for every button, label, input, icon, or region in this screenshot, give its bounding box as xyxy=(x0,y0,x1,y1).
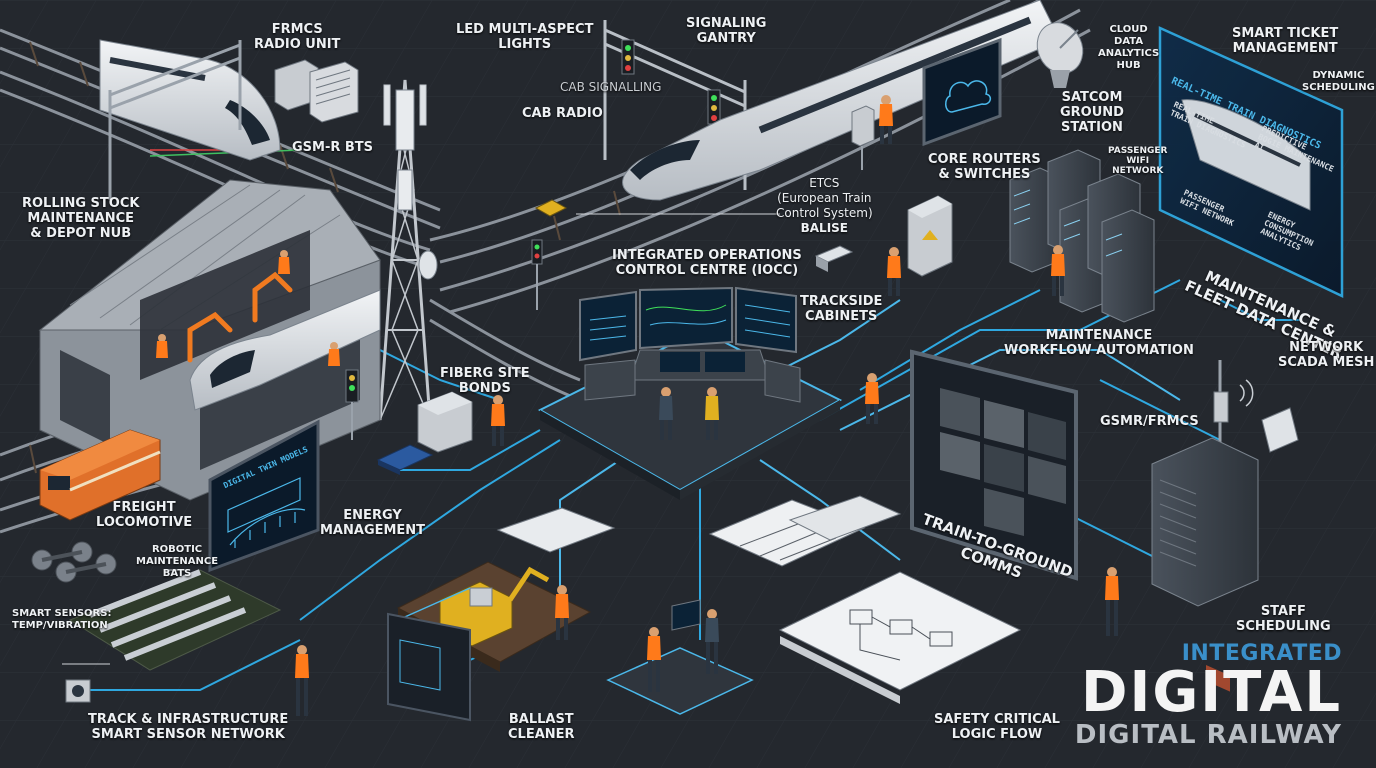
led-signal-lamps xyxy=(625,45,717,121)
label-cab-signalling: CAB SIGNALLING xyxy=(560,80,662,94)
label-smart-sensors: SMART SENSORS:TEMP/VIBRATION xyxy=(12,608,112,631)
communications-rack xyxy=(1151,437,1259,607)
etcs-balise xyxy=(534,199,568,217)
trackside-cabinets xyxy=(814,105,953,277)
diagnostics-panel xyxy=(1158,26,1344,692)
trackside-signal xyxy=(345,239,543,440)
robotic-arms xyxy=(187,271,293,363)
cloud-screen xyxy=(922,37,1002,147)
comms-screen xyxy=(910,349,1078,581)
fiber-site-box xyxy=(417,391,473,453)
label-core-routers: CORE ROUTERS& SWITCHES xyxy=(928,152,1041,182)
server-racks xyxy=(1009,149,1155,323)
high-speed-train-left xyxy=(99,39,281,161)
satcom-dish xyxy=(1036,22,1084,88)
leader-lines xyxy=(62,213,780,665)
blueprints xyxy=(496,495,1022,704)
iocc-video-wall xyxy=(579,286,801,403)
sensor-box xyxy=(65,679,91,703)
gsmr-antenna xyxy=(1213,360,1299,453)
label-gsmr-frmcs: GSMR/FRMCS xyxy=(1100,414,1199,429)
ballast-monitor xyxy=(387,612,471,722)
label-cab-radio: CAB RADIO xyxy=(522,106,603,121)
digital-twin-screen xyxy=(208,419,320,573)
freight-locomotive xyxy=(39,429,161,521)
depot-train xyxy=(189,289,381,411)
rail-beams xyxy=(68,569,282,671)
wheelsets xyxy=(31,541,117,583)
brand-line-digital: DIGITAL xyxy=(1081,660,1342,725)
high-speed-train-center xyxy=(622,0,1061,201)
network-cables xyxy=(80,279,1300,691)
signal-gantry-left xyxy=(108,40,242,200)
energy-module xyxy=(376,444,434,475)
gsmr-tower xyxy=(378,79,438,421)
brand-line-digital-railway: DIGITAL RAILWAY xyxy=(1074,720,1342,750)
brand-block: INTEGRATED DIGITAL DIGITAL RAILWAY xyxy=(1074,641,1342,751)
label-gsmr-bts: GSM-R BTS xyxy=(292,140,374,155)
workers xyxy=(156,95,1119,716)
brand-line-integrated: INTEGRATED xyxy=(1181,641,1342,666)
frmcs-radio-unit xyxy=(274,59,359,123)
